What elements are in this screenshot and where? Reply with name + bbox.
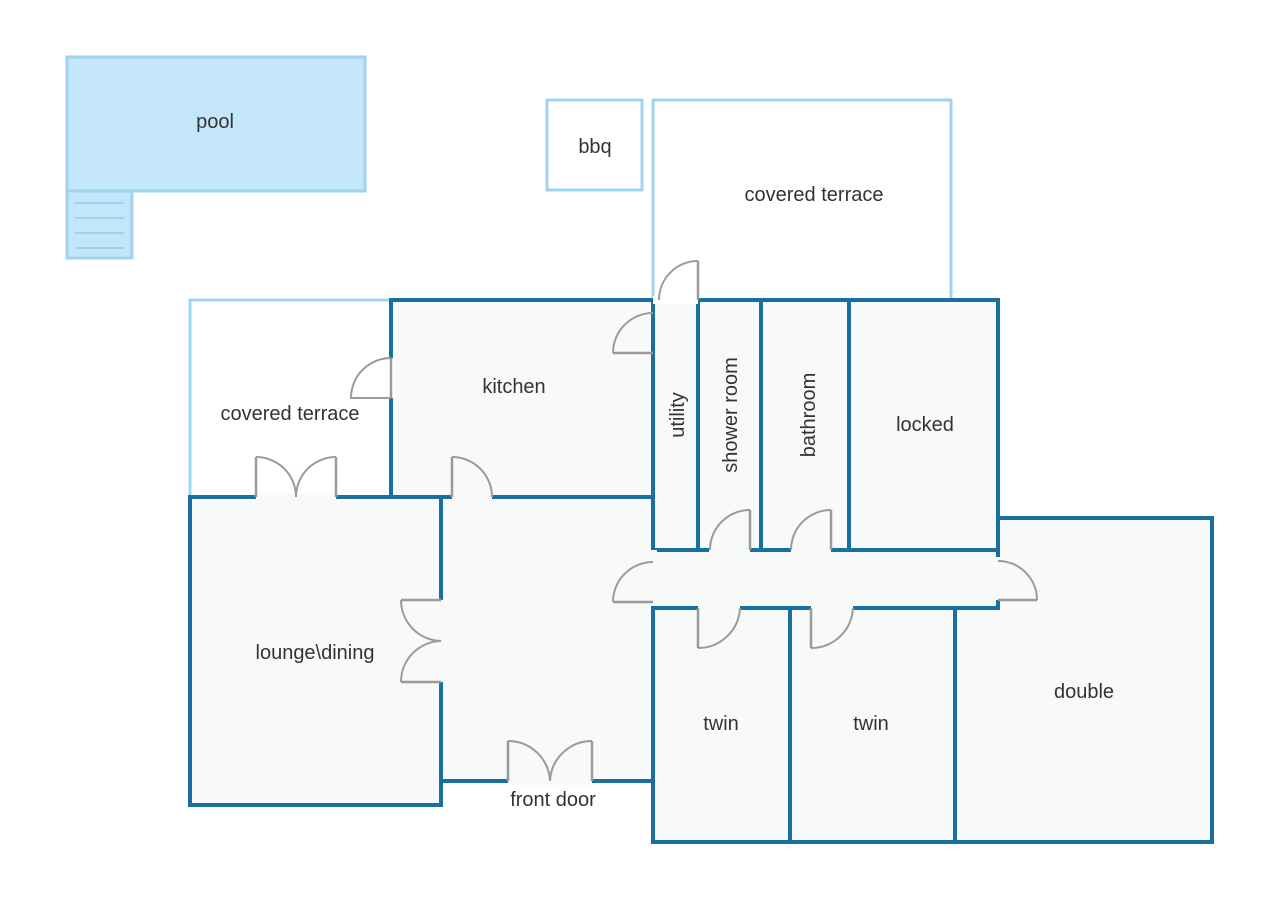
room-labels: pool bbq covered terrace covered terrace… bbox=[196, 111, 1114, 811]
room-floors bbox=[190, 300, 1212, 842]
door-terrace-utility bbox=[612, 260, 700, 355]
label-shower-room: shower room bbox=[720, 357, 742, 473]
label-lounge-dining: lounge\dining bbox=[256, 642, 375, 664]
label-twin-1: twin bbox=[703, 713, 739, 735]
door-hall-corridor bbox=[612, 561, 654, 604]
label-utility: utility bbox=[667, 392, 689, 438]
label-twin-2: twin bbox=[853, 713, 889, 735]
door-twin-2 bbox=[809, 607, 854, 650]
pool-area bbox=[65, 55, 367, 260]
label-front-door: front door bbox=[510, 789, 596, 811]
covered-terrace-side-area bbox=[188, 298, 391, 497]
pool-shape bbox=[65, 55, 367, 193]
covered-terrace-rear-area bbox=[651, 98, 953, 300]
door-shower-room bbox=[709, 509, 752, 551]
door-terrace-lounge bbox=[254, 456, 338, 498]
label-bbq: bbq bbox=[578, 136, 611, 158]
doors bbox=[254, 260, 1038, 782]
door-terrace-kitchen bbox=[349, 357, 393, 399]
label-locked: locked bbox=[896, 414, 954, 436]
door-kitchen-hall bbox=[450, 456, 493, 498]
label-bathroom: bathroom bbox=[798, 373, 820, 458]
label-pool: pool bbox=[196, 111, 234, 133]
label-covered-terrace-side: covered terrace bbox=[221, 403, 360, 425]
label-covered-terrace-rear: covered terrace bbox=[745, 184, 884, 206]
door-lounge-hall bbox=[400, 598, 442, 684]
bbq-area bbox=[545, 98, 644, 192]
door-twin-1 bbox=[696, 607, 741, 650]
door-corridor-double bbox=[997, 560, 1038, 602]
door-bathroom bbox=[790, 509, 833, 551]
label-double: double bbox=[1054, 681, 1114, 703]
label-kitchen: kitchen bbox=[482, 376, 545, 398]
front-door bbox=[506, 739, 594, 782]
